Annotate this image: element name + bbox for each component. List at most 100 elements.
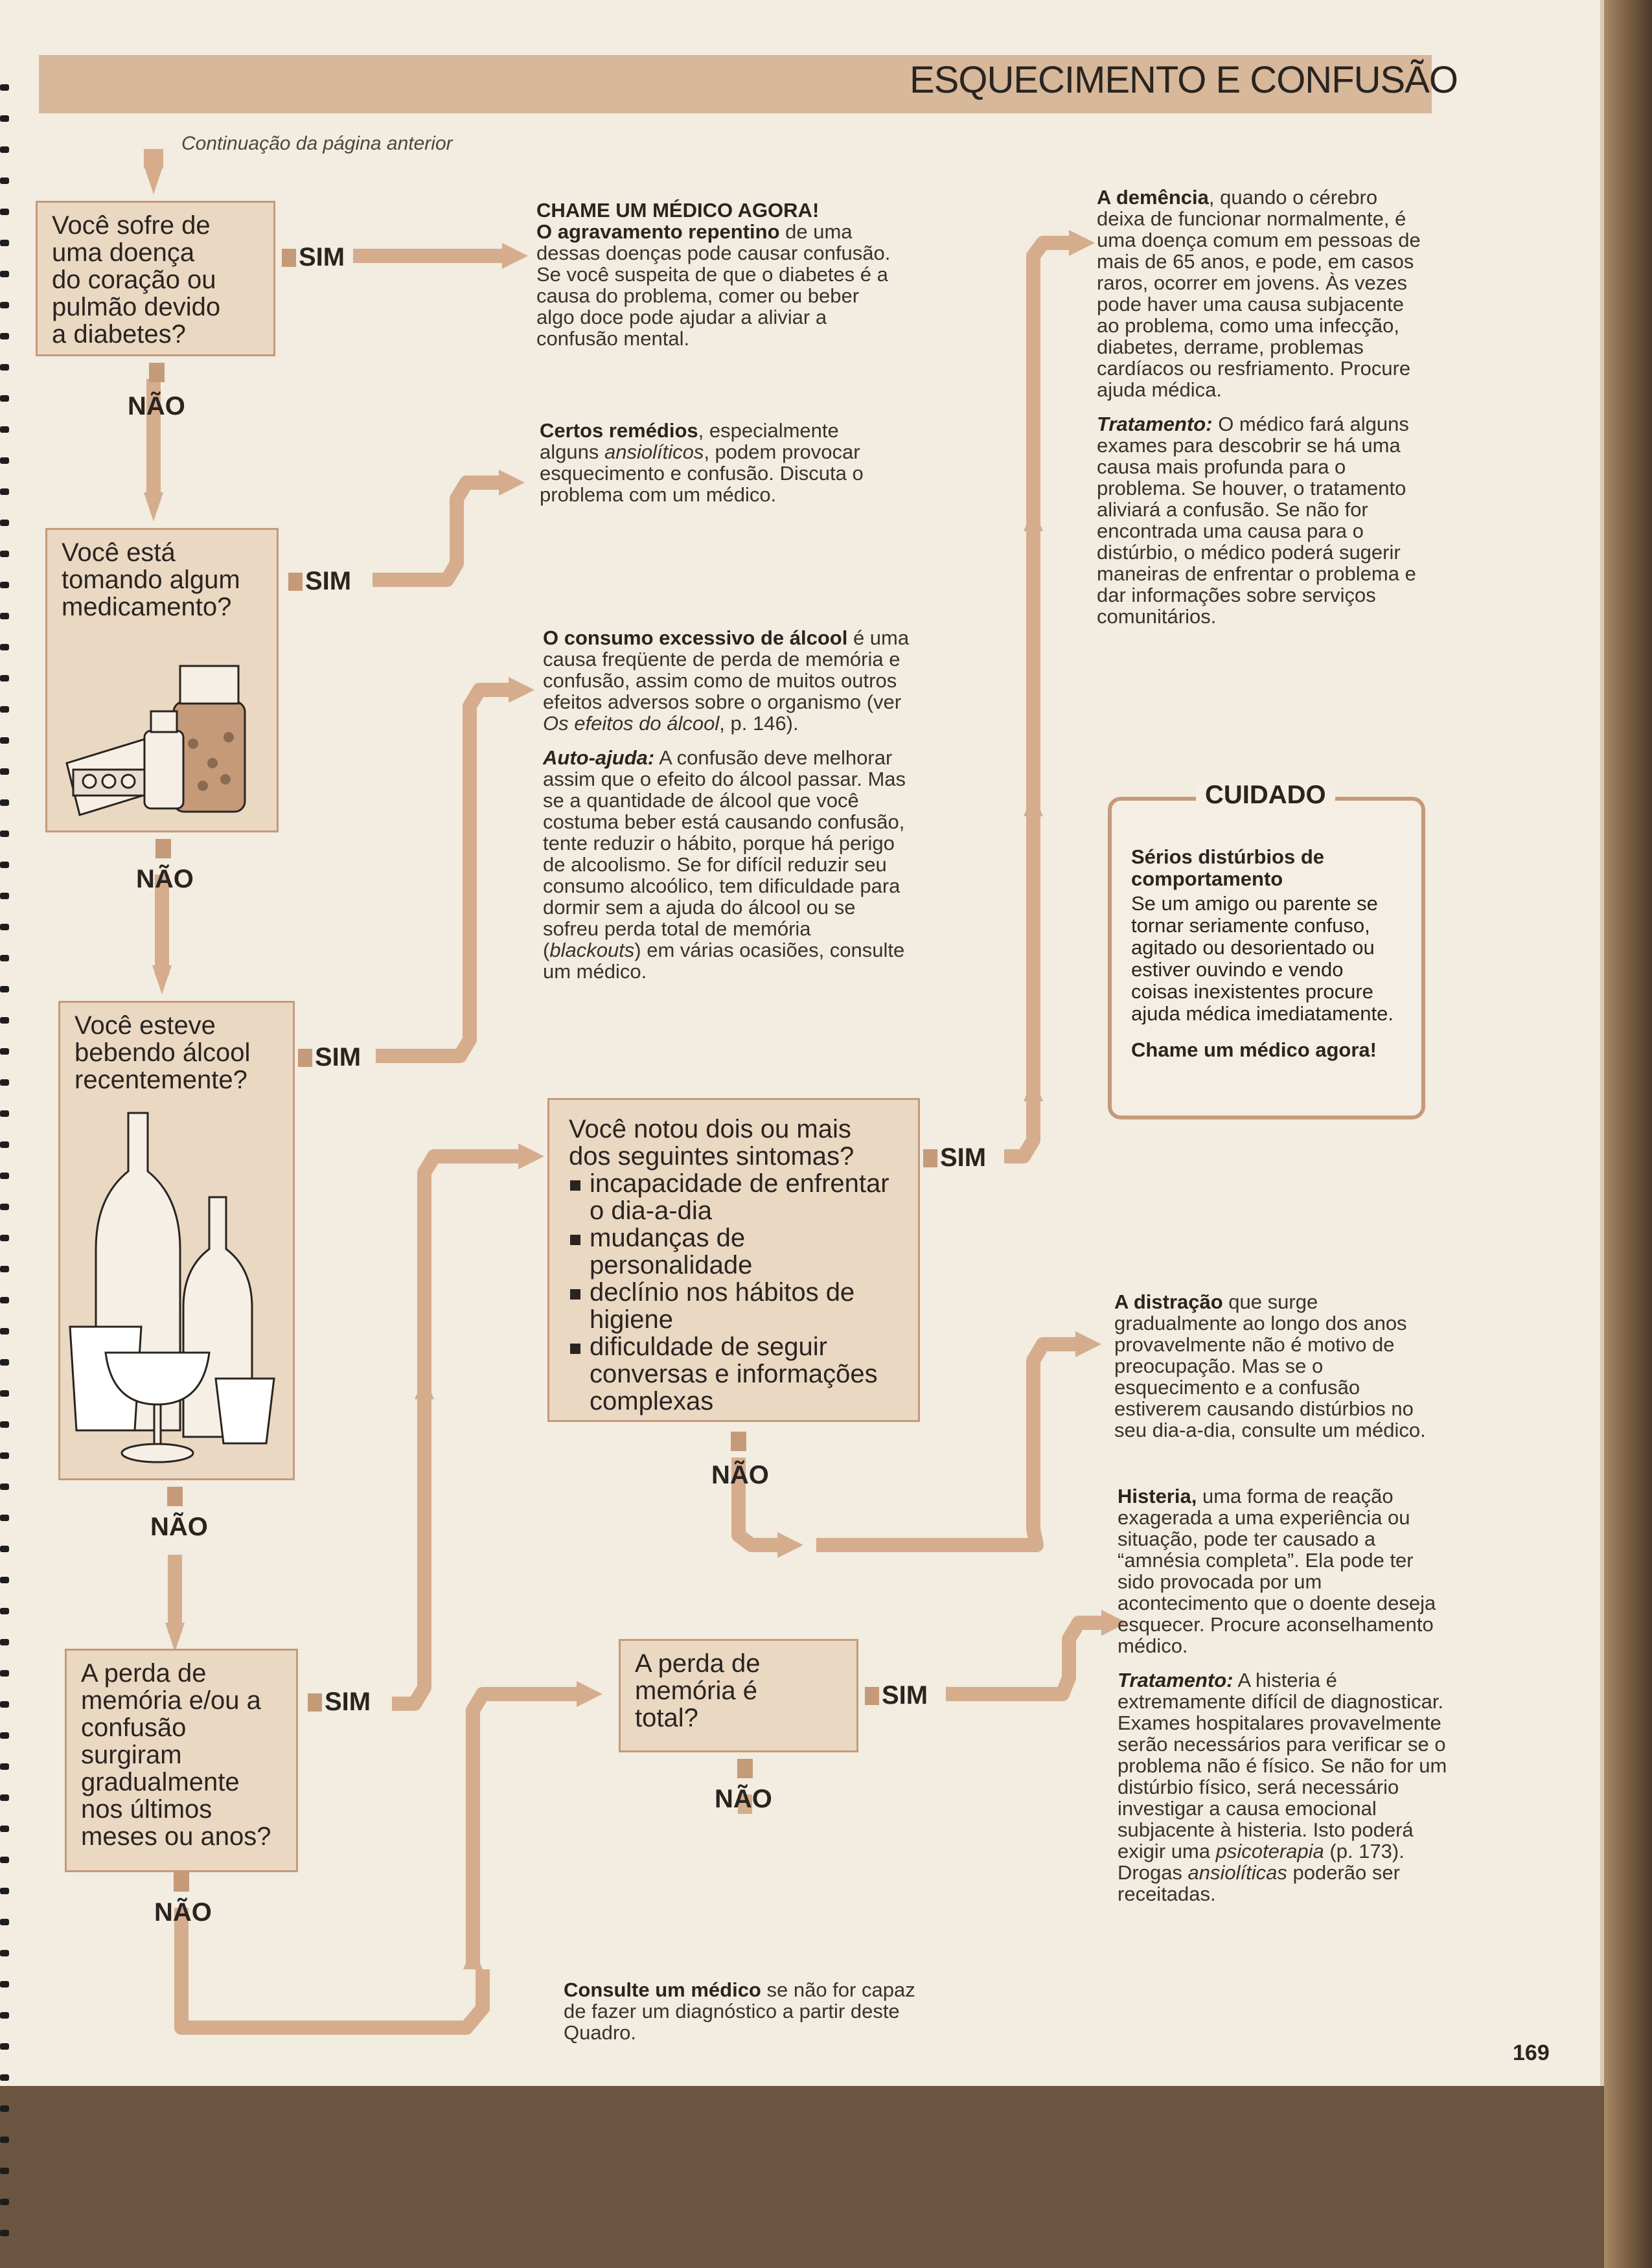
arrowhead — [1024, 1079, 1043, 1101]
question-box-4: A perda de memória e/ou a confusão surgi… — [65, 1649, 298, 1872]
arrowhead — [1024, 509, 1043, 531]
arrow-start — [144, 149, 163, 168]
arrow-dist — [816, 1337, 1075, 1552]
symptom-item: declínio nos hábitos de higiene — [569, 1279, 899, 1333]
binding-ring — [0, 2168, 9, 2174]
symptom-item: incapacidade de enfrentar o dia-a-dia — [569, 1170, 899, 1224]
no-marker — [731, 1432, 746, 1451]
no-label-symptoms: NÃO — [711, 1461, 769, 1489]
binding-ring — [0, 1079, 9, 1086]
binding-ring — [0, 1701, 9, 1708]
binding-ring — [0, 799, 9, 806]
binding-ring — [0, 1950, 9, 1956]
result-hysteria: Histeria, uma forma de reação exagerada … — [1118, 1485, 1447, 1905]
binding-ring — [0, 1608, 9, 1614]
binding-ring — [0, 333, 9, 339]
page-number: 169 — [1513, 2041, 1550, 2065]
symptoms-title: Você notou dois ou mais dos seguintes si… — [569, 1115, 855, 1171]
binding-ring — [0, 893, 9, 899]
binding-ring — [0, 2230, 9, 2236]
binding-ring — [0, 1390, 9, 1397]
binding-ring — [0, 1483, 9, 1490]
arrow-up-dementia — [1026, 236, 1069, 1101]
alcohol-illustration — [69, 1112, 275, 1463]
no-marker — [174, 1872, 189, 1892]
arrowhead — [144, 165, 163, 194]
binding-ring — [0, 955, 9, 961]
arrowhead — [502, 243, 528, 269]
binding-ring — [0, 1857, 9, 1863]
yes-label-1: SIM — [282, 243, 345, 272]
yes-label-symptoms: SIM — [923, 1143, 986, 1173]
call-doctor-title: CHAME UM MÉDICO AGORA! — [536, 199, 820, 222]
binding-ring — [0, 302, 9, 308]
binding-ring — [0, 1017, 9, 1024]
arrowhead — [1069, 230, 1095, 256]
binding-ring — [0, 1670, 9, 1677]
arrowhead — [777, 1532, 803, 1558]
binding-ring — [0, 1421, 9, 1428]
question-box-5: A perda de memória é total? — [619, 1639, 858, 1752]
arrowhead — [518, 1143, 544, 1169]
no-marker — [155, 839, 171, 858]
binding-ring — [0, 1235, 9, 1241]
binding-ring — [0, 240, 9, 246]
binding-ring — [0, 178, 9, 184]
symptom-item: dificuldade de seguir conversas e inform… — [569, 1333, 899, 1415]
binding-ring — [0, 1919, 9, 1925]
yes-label-3: SIM — [298, 1043, 361, 1072]
binding-ring — [0, 1515, 9, 1521]
arrowhead — [165, 1623, 185, 1652]
binding-ring — [0, 1141, 9, 1148]
yes-label-5: SIM — [865, 1681, 928, 1710]
warning-box: CUIDADO Sérios distúrbios de comportamen… — [1108, 782, 1425, 1119]
binding-ring — [0, 457, 9, 464]
arrow-sim-2 — [373, 475, 499, 587]
no-marker — [149, 363, 165, 382]
arrow-no-4 — [174, 1908, 490, 2035]
arrowhead — [463, 1947, 483, 1969]
arrow-up-symptoms — [417, 1149, 518, 1406]
no-label-4: NÃO — [154, 1898, 212, 1927]
arrowhead — [509, 677, 534, 703]
binding-ring — [0, 1110, 9, 1117]
binding-ring — [0, 1328, 9, 1334]
question-text-4: A perda de memória e/ou a confusão surgi… — [81, 1659, 271, 1851]
binding-ring — [0, 1763, 9, 1770]
binding-ring — [0, 2012, 9, 2019]
binding-ring — [0, 1577, 9, 1583]
binding-ring — [0, 1297, 9, 1303]
binding-ring — [0, 1173, 9, 1179]
medication-illustration — [65, 665, 246, 816]
binding-ring — [0, 1204, 9, 1210]
book-spine — [1604, 0, 1652, 2268]
binding-ring — [0, 768, 9, 775]
result-consult: Consulte um médico se não for capaz de f… — [564, 1978, 915, 2044]
binding-ring — [0, 84, 9, 91]
binding-ring — [0, 613, 9, 619]
warning-text: Se um amigo ou parente se tornar seriame… — [1131, 892, 1394, 1025]
binding-ring — [0, 2074, 9, 2081]
yes-label-2: SIM — [288, 567, 351, 596]
binding-ring — [0, 1266, 9, 1272]
binding-ring — [0, 426, 9, 433]
header-band — [39, 55, 1432, 113]
binding-ring — [0, 2105, 9, 2112]
binding-ring — [0, 2136, 9, 2143]
symptoms-box: Você notou dois ou mais dos seguintes si… — [547, 1098, 920, 1422]
arrow-sim-3 — [376, 683, 509, 1063]
result-call-doctor: CHAME UM MÉDICO AGORA! O agravamento rep… — [536, 200, 899, 349]
binding-ring — [0, 1452, 9, 1459]
question-text-1: Você sofre de uma doença do coração ou p… — [52, 211, 221, 349]
binding-ring — [0, 2043, 9, 2050]
arrowhead — [1075, 1331, 1101, 1357]
binding-ring — [0, 924, 9, 930]
binding-ring — [0, 644, 9, 650]
binding-ring — [0, 706, 9, 713]
no-label-1: NÃO — [128, 392, 185, 420]
binding-ring — [0, 395, 9, 402]
arrowhead — [152, 965, 172, 994]
question-text-5: A perda de memória é total? — [635, 1649, 761, 1732]
arrowhead — [577, 1681, 602, 1707]
binding-ring — [0, 115, 9, 122]
